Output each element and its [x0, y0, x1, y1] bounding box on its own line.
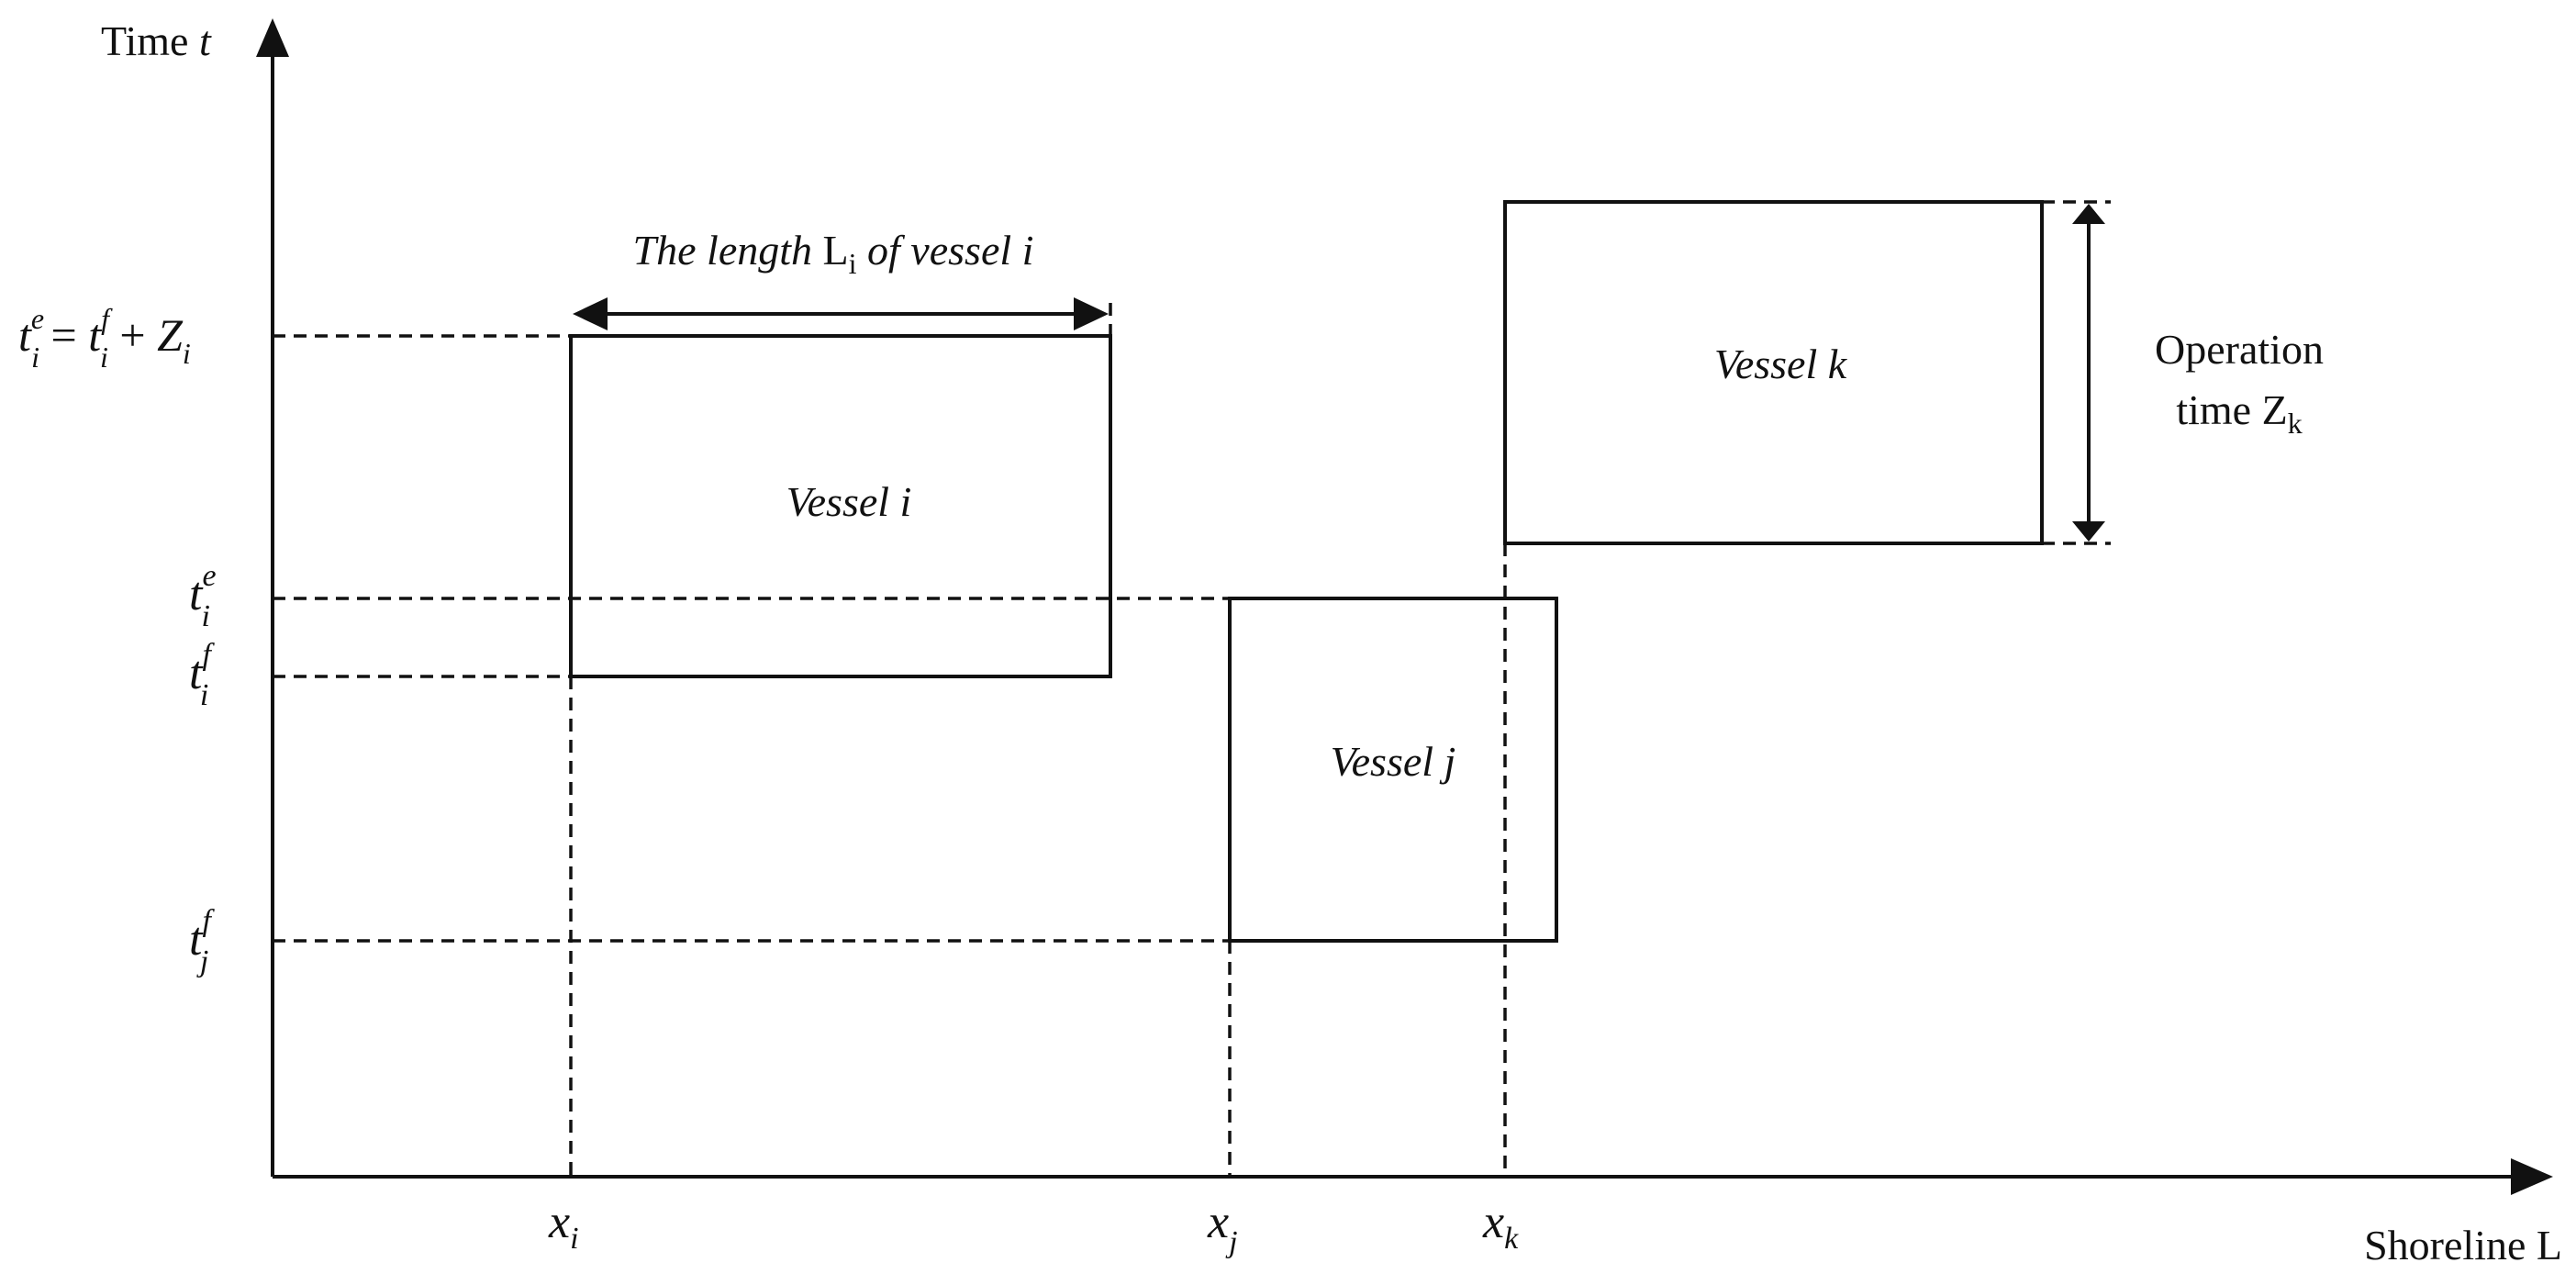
vessel-j-label: Vessel j	[1331, 738, 1456, 785]
x-tick-xj: xj	[1207, 1196, 1238, 1259]
length-annotation: The length Li of vessel i	[633, 227, 1034, 280]
length-right-arrow-icon	[1074, 297, 1109, 330]
vessel-i-label: Vessel i	[786, 478, 912, 525]
x-tick-xk: xk	[1482, 1196, 1519, 1256]
vessel-k-box	[1503, 200, 2044, 545]
vessel-k-label: Vessel k	[1714, 341, 1848, 387]
length-left-arrow-icon	[573, 297, 608, 330]
y-axis-title: Time t	[101, 17, 212, 64]
vessel-j-box	[1228, 597, 1558, 943]
x-axis-title: Shoreline L	[2364, 1222, 2562, 1268]
axes	[256, 18, 2553, 1195]
operation-time-label-line1: Operation	[2155, 326, 2324, 373]
operation-up-arrow-icon	[2072, 204, 2105, 224]
operation-time-dimension	[2072, 204, 2105, 542]
operation-time-label-line2: time Zk	[2176, 386, 2302, 440]
operation-down-arrow-icon	[2072, 521, 2105, 542]
vessel-i-box	[569, 334, 1112, 678]
length-dimension	[573, 297, 1109, 330]
x-axis-arrow-icon	[2511, 1158, 2553, 1195]
guide-lines	[273, 200, 2111, 1177]
x-tick-xi: xi	[548, 1196, 579, 1256]
y-axis-arrow-icon	[256, 18, 289, 57]
